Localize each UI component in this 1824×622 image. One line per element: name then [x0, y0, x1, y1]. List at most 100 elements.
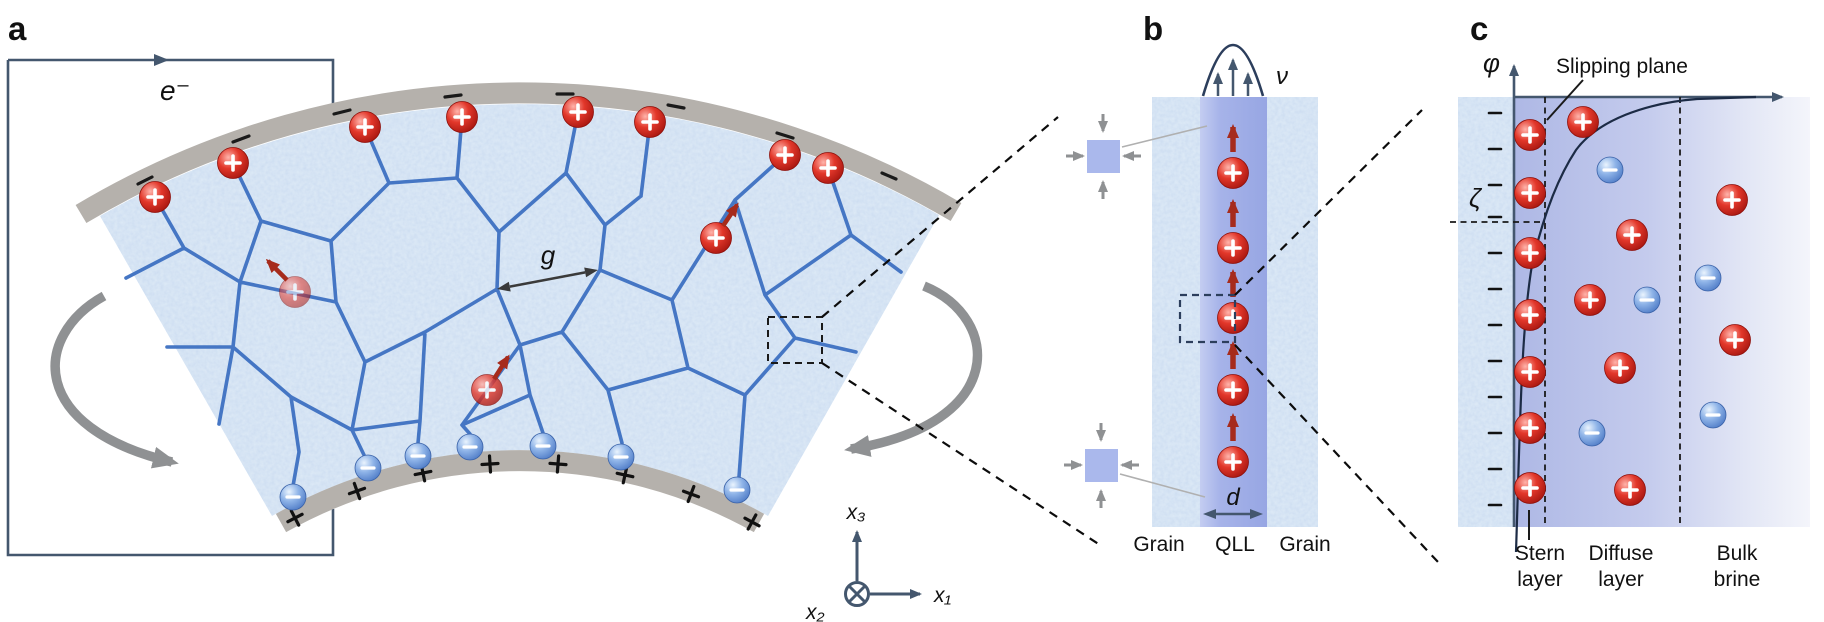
panel-b-label: b	[1143, 10, 1163, 47]
zoom-connector-upper-bc	[1234, 109, 1423, 296]
cation	[444, 99, 480, 135]
cation	[767, 137, 803, 173]
diffuse-layer-label-line2: layer	[1598, 568, 1644, 591]
x2-axis-label: x₂	[805, 601, 825, 622]
cation	[810, 150, 846, 186]
leader-line	[1119, 473, 1206, 498]
cation-moving	[698, 220, 734, 256]
double-layer-region	[1514, 97, 1810, 527]
cation	[1512, 175, 1548, 211]
cation	[1512, 470, 1548, 506]
cation	[1215, 372, 1251, 408]
velocity-profile-curve	[1201, 44, 1265, 97]
ice-surface-texture	[1458, 97, 1514, 527]
cation	[560, 94, 596, 130]
potential-curve	[1514, 95, 1757, 553]
grain-size-annotation: g	[497, 240, 598, 292]
cation	[1512, 235, 1548, 271]
bottom-electrode	[275, 450, 765, 533]
grain-right-label: Grain	[1279, 533, 1330, 556]
anion	[722, 475, 752, 505]
migration-arrow	[265, 258, 289, 282]
velocity-label: ν	[1276, 63, 1288, 90]
zoom-box-panel-b	[1178, 293, 1237, 344]
x1-axis-label: x₁	[933, 584, 952, 607]
stern-layer-label-line1: Stern	[1515, 542, 1565, 565]
migration-arrow	[721, 202, 739, 228]
panel-c-label: c	[1470, 10, 1488, 47]
bulk-brine-label-line1: Bulk	[1717, 542, 1758, 565]
cation	[1215, 155, 1251, 191]
x3-axis-label: x₃	[846, 501, 866, 524]
compression-element-upper	[1066, 114, 1208, 199]
arrowhead-right	[584, 267, 598, 278]
bulk-brine-label-line2: brine	[1714, 568, 1761, 591]
migrating-cations	[265, 202, 739, 408]
migration-arrow	[492, 354, 510, 381]
zeta-label: ζ	[1469, 183, 1483, 213]
cation	[1215, 300, 1251, 336]
cation	[1614, 217, 1650, 253]
cation-moving	[277, 274, 313, 310]
cation	[1215, 230, 1251, 266]
anion	[278, 482, 308, 512]
anion	[1693, 263, 1723, 293]
cation	[1512, 297, 1548, 333]
cation	[1565, 104, 1601, 140]
electron-label: e⁻	[160, 75, 190, 106]
zoom-connector-lower-ab	[821, 362, 1101, 546]
stern-layer-label-line2: layer	[1517, 568, 1563, 591]
grain-left-label: Grain	[1133, 533, 1184, 556]
anion	[1577, 418, 1607, 448]
qll-width-annotation: d	[1203, 484, 1263, 519]
cation	[1215, 444, 1251, 480]
coordinate-axes: x₃ x₁ x₂	[805, 501, 952, 622]
diffuse-layer-label-line1: Diffuse	[1589, 542, 1654, 565]
cation	[1512, 354, 1548, 390]
arrowhead-right	[1250, 509, 1263, 519]
cation	[1512, 117, 1548, 153]
top-electrode-minus-symbols	[136, 92, 898, 186]
cation	[347, 109, 383, 145]
potential-axis-label: φ	[1483, 48, 1500, 78]
anion	[528, 431, 558, 461]
rotation-arrow-left	[50, 291, 179, 469]
rotation-arrow-right	[844, 281, 983, 457]
cation	[1512, 410, 1548, 446]
panel-a-label: a	[8, 10, 27, 47]
anion	[1698, 400, 1728, 430]
grain-size-arrow	[509, 271, 586, 288]
arrowhead-left	[497, 281, 511, 292]
bottom-electrode-plus-symbols	[286, 454, 761, 531]
cation	[1572, 282, 1608, 318]
arrowhead-left	[1203, 509, 1216, 519]
surface-charge-minus-symbols	[1487, 111, 1503, 507]
cation	[215, 145, 251, 181]
qll-cations	[1215, 124, 1251, 480]
cation	[137, 179, 173, 215]
slipping-plane-pointer	[1546, 79, 1584, 121]
leader-line	[1121, 125, 1208, 148]
compression-square	[1087, 140, 1120, 173]
zoom-connector-lower-bc	[1234, 344, 1439, 563]
qll-label: QLL	[1215, 533, 1255, 556]
anion	[606, 442, 636, 472]
velocity-profile: ν	[1201, 44, 1288, 97]
cation	[1714, 182, 1750, 218]
top-electrode	[75, 82, 962, 224]
cation	[1717, 322, 1753, 358]
electron-flow-wire	[6, 54, 335, 557]
zoom-box-panel-a	[767, 316, 823, 364]
slipping-plane-label: Slipping plane	[1556, 55, 1688, 78]
qll-width-label: d	[1226, 484, 1240, 511]
cation-moving	[469, 372, 505, 408]
anion	[455, 432, 485, 462]
cation	[632, 104, 668, 140]
cation	[1612, 472, 1648, 508]
anion	[1595, 155, 1625, 185]
grain-size-label: g	[541, 240, 556, 270]
x2-cross-icon	[848, 585, 866, 603]
compression-square	[1085, 449, 1118, 482]
